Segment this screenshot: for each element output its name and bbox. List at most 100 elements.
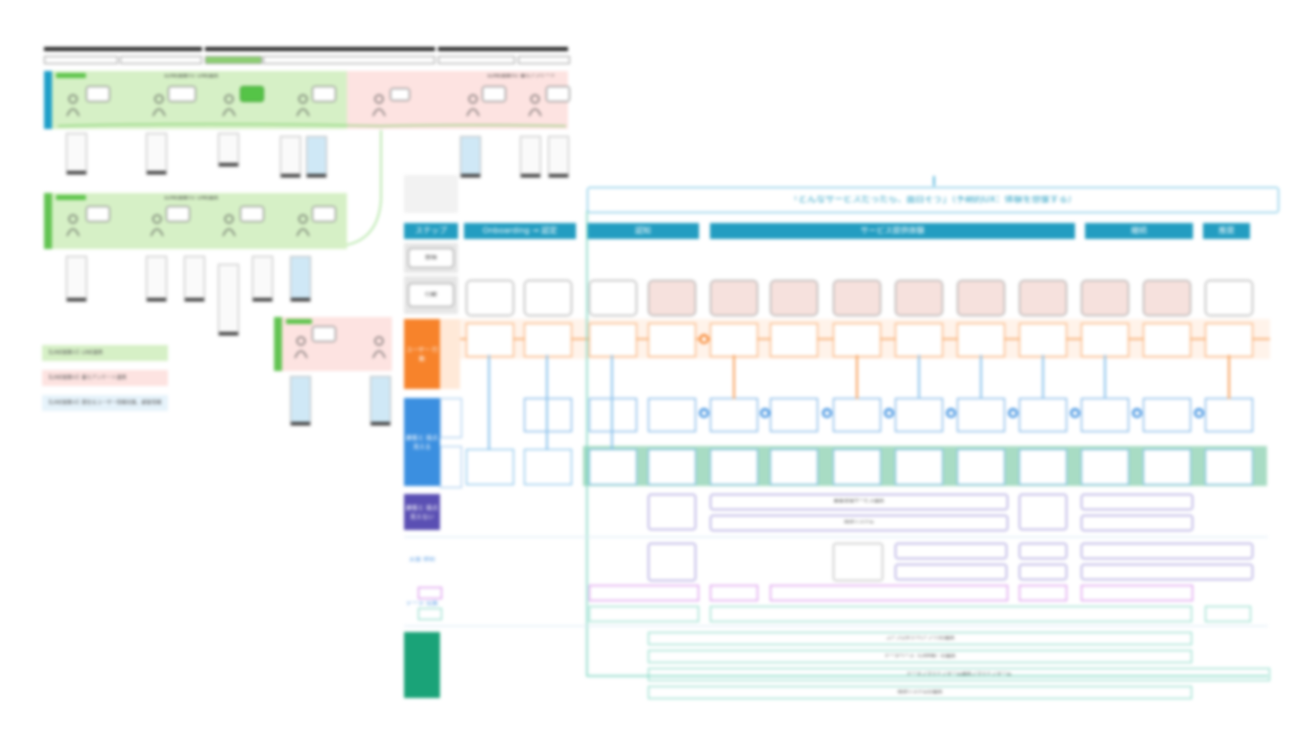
touchpoint-icon: ● [884, 408, 894, 418]
support-bar [895, 543, 1007, 559]
frontstage-box [589, 398, 637, 432]
user-action-box [524, 323, 572, 357]
action-card [524, 280, 572, 316]
user-action-box [589, 323, 637, 357]
platform-bar-label: データベース（CRM等）の連携 [884, 654, 956, 659]
phase-header-awareness: 認知 [587, 223, 699, 239]
screen-mockup [218, 264, 239, 336]
backstage-bar: 顧客管理サービス連携 [710, 494, 1008, 510]
screen-mockup [306, 136, 327, 178]
system-box [466, 449, 514, 485]
lane-title: 【LINE施策①】LINE連携 [161, 74, 219, 79]
user-persona-icon [294, 336, 308, 359]
support-box [833, 543, 883, 581]
connector-line [488, 355, 490, 449]
user-persona-icon [528, 94, 542, 117]
phase-label: Onboarding → 認定 [482, 226, 558, 235]
support-box [648, 543, 696, 581]
system-box [1019, 449, 1067, 485]
system-box [524, 449, 572, 485]
frontstage-sub-label [440, 398, 462, 438]
step-header-cell [518, 56, 570, 64]
touchpoint-icon: ● [822, 408, 832, 418]
platform-bar-label: 既存システムの連携 [897, 690, 943, 695]
frontstage-category: 顧客と 接点 見える [404, 398, 440, 486]
action-row-label: 行動 [424, 292, 437, 298]
backstage-bar: 既存システム [710, 515, 1008, 531]
data-collection-bar [770, 585, 1008, 601]
backstage-bar-label: 顧客管理サービス連携 [833, 499, 884, 504]
data-collection-bar [589, 585, 699, 601]
frontstage-box [1081, 398, 1129, 432]
user-action-box [710, 323, 758, 357]
speech-bubble [482, 86, 506, 102]
step-header-cell [120, 56, 202, 64]
user-sub-label-bg [440, 319, 460, 389]
user-action-box [466, 323, 514, 357]
system-box [957, 449, 1005, 485]
user-persona-icon [152, 94, 166, 117]
touchpoint-icon: ● [1070, 408, 1080, 418]
phase-label: 認知 [635, 226, 651, 235]
screen-mockup [184, 256, 205, 302]
support-bar [895, 564, 1007, 580]
system-box [648, 449, 696, 485]
title-connector [933, 176, 935, 186]
speech-bubble [312, 326, 336, 342]
screen-mockup [66, 256, 87, 302]
step-header-cell-active [205, 56, 262, 64]
data-collection-bar [710, 585, 758, 601]
system-box [1143, 449, 1191, 485]
category-label: 顧客と 接点 見える [406, 435, 438, 451]
system-box [589, 449, 637, 485]
emotion-row-label: 感情 [424, 255, 437, 261]
action-card [833, 280, 881, 316]
system-box [770, 449, 818, 485]
connector-line [1042, 355, 1044, 399]
system-box [1081, 449, 1129, 485]
user-persona-icon [296, 214, 310, 237]
action-card [466, 280, 514, 316]
phase-header-bar [438, 47, 568, 51]
screen-mockup [252, 256, 273, 302]
connector-line [1104, 355, 1106, 399]
survey-lane-title: 【LINE施策②】暮らアンケート [484, 74, 556, 79]
lane-tag [286, 319, 312, 324]
category-label: 顧客と 接点 見えない [406, 505, 438, 521]
frontstage-box [524, 398, 572, 432]
screen-mockup [290, 256, 311, 302]
screen-mockup [66, 133, 87, 175]
screen-mockup [280, 136, 301, 178]
lane-side-label [274, 317, 282, 371]
screen-mockup [370, 376, 391, 426]
connector-line [980, 355, 982, 399]
user-persona-icon [222, 94, 236, 117]
stage-label: ステップ [415, 226, 447, 235]
action-card [589, 280, 637, 316]
backstage-category: 顧客と 接点 見えない [404, 494, 440, 530]
category-label: データ 収集 [406, 601, 438, 607]
platform-bar-label: データプラットフォーム連携プラットフォーム [906, 672, 1012, 677]
frontstage-box [648, 398, 696, 432]
connector-line [856, 355, 858, 399]
action-card [710, 280, 758, 316]
user-action-box [770, 323, 818, 357]
blueprint-title: 「どんなサービスだったら、面白そう」（予期的UX：体験を想像する） [789, 196, 1077, 205]
support-bar [1081, 543, 1253, 559]
screen-mockup [460, 136, 481, 178]
frontstage-box [710, 398, 758, 432]
system-box [833, 449, 881, 485]
user-action-box [833, 323, 881, 357]
screen-mockup [146, 133, 167, 175]
speech-bubble [240, 206, 264, 222]
phase-label: 継続 [1131, 226, 1147, 235]
support-bar [1019, 543, 1067, 559]
touchpoint-icon: ● [1008, 408, 1018, 418]
user-persona-icon [66, 214, 80, 237]
legend-label: 【LINE施策②】暮らアンケート連携 [46, 375, 127, 381]
platform-bar: データプラットフォーム連携プラットフォーム [648, 668, 1270, 681]
speech-bubble [312, 86, 336, 102]
backstage-bar [1081, 494, 1193, 510]
journey-lane-survey-2 [282, 317, 392, 371]
user-persona-icon [466, 94, 480, 117]
